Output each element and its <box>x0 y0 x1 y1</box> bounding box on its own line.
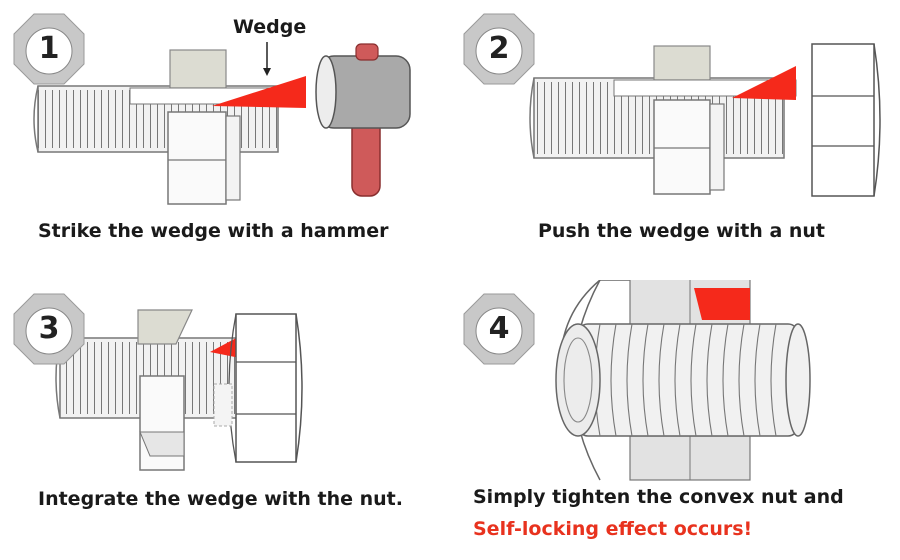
step-4-panel: 4 <box>450 280 900 560</box>
red-wedge <box>210 336 240 358</box>
step-2-panel: 2 <box>450 0 900 280</box>
step-number: 2 <box>488 31 510 66</box>
convex-nut <box>811 43 881 197</box>
step-number: 1 <box>38 31 60 66</box>
step-1-panel: Wedge 1 <box>0 0 450 280</box>
step-1-illustration <box>33 42 411 205</box>
step-1-caption: Strike the wedge with a hammer <box>38 220 389 242</box>
wedge-arrow <box>263 42 271 76</box>
base-nut <box>167 111 241 205</box>
red-wedge <box>732 66 796 100</box>
step-2-badge: 2 <box>460 10 538 88</box>
wedge-part <box>613 45 797 97</box>
step-2-caption: Push the wedge with a nut <box>538 220 826 242</box>
base-nut <box>139 375 185 471</box>
bolt <box>555 323 811 437</box>
step-4-caption: Simply tighten the convex nut and <box>473 486 844 508</box>
step-4-illustration <box>555 280 811 481</box>
step-4-highlight-caption: Self-locking effect occurs! <box>473 518 753 540</box>
step-number: 3 <box>38 311 60 346</box>
red-wedge <box>694 288 750 320</box>
step-1-badge: 1 <box>10 10 88 88</box>
step-number: 4 <box>488 311 510 346</box>
step-4-badge: 4 <box>460 290 538 368</box>
step-3-panel: 3 <box>0 280 450 560</box>
hammer <box>315 43 411 197</box>
wedge-label: Wedge <box>233 16 307 38</box>
step-3-badge: 3 <box>10 290 88 368</box>
red-wedge <box>212 76 306 108</box>
step-3-illustration <box>55 309 303 471</box>
convex-nut <box>213 313 303 463</box>
wedge-part <box>137 309 193 345</box>
step-2-illustration <box>529 43 881 197</box>
base-nut <box>653 99 725 195</box>
step-3-caption: Integrate the wedge with the nut. <box>38 488 403 510</box>
